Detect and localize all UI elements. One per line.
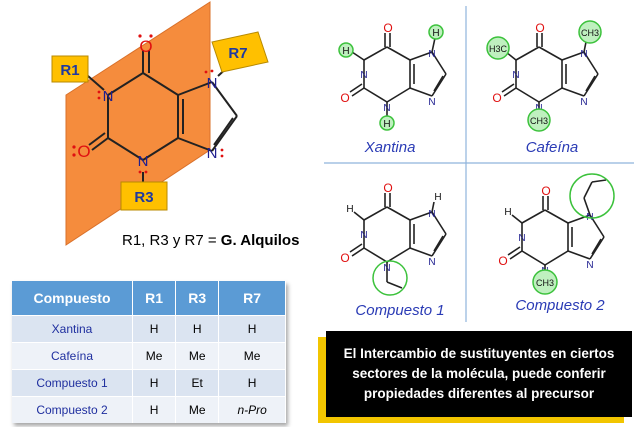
main-n9: N xyxy=(207,145,218,162)
table-cell: Me xyxy=(175,342,220,370)
svg-text:O: O xyxy=(541,184,550,198)
table-row: Cafeína Me Me Me xyxy=(12,342,286,370)
svg-text:H: H xyxy=(504,207,511,218)
svg-text:N: N xyxy=(383,103,390,114)
svg-text:O: O xyxy=(492,91,501,105)
svg-text:O: O xyxy=(498,254,507,268)
main-o-left: O xyxy=(77,142,90,161)
table-row: Compuesto 2 H Me n-Pro xyxy=(12,396,286,423)
table-cell: Compuesto 2 xyxy=(12,396,133,423)
table-cell: n-Pro xyxy=(218,396,286,423)
svg-text:H: H xyxy=(342,46,349,57)
grid-lines xyxy=(324,6,634,322)
svg-text:N: N xyxy=(428,97,435,108)
svg-text:CH3: CH3 xyxy=(581,28,599,38)
svg-text:O: O xyxy=(383,181,392,195)
main-ring-bonds xyxy=(88,50,238,161)
molecule-name-cafeina: Cafeína xyxy=(526,139,579,156)
table-cell: Compuesto 1 xyxy=(12,369,133,397)
table-cell: H xyxy=(218,369,286,397)
svg-text:N: N xyxy=(428,209,435,220)
molecule-compuesto-1: O O N N N N H H Compuesto 1 xyxy=(340,181,447,319)
table-cell: H xyxy=(132,369,177,397)
svg-text:H: H xyxy=(346,204,353,215)
table-cell: Me xyxy=(175,396,220,423)
svg-text:N: N xyxy=(428,257,435,268)
table-cell: H xyxy=(218,315,286,343)
table-cell: H xyxy=(132,315,177,343)
table-row: Compuesto 1 H Et H xyxy=(12,369,286,397)
table-header-row: Compuesto R1 R3 R7 xyxy=(12,281,286,316)
main-o-top: O xyxy=(139,37,152,56)
svg-text:O: O xyxy=(535,21,544,35)
svg-text:N: N xyxy=(360,230,367,241)
svg-text:N: N xyxy=(518,233,525,244)
alkyl-caption-prefix: R1, R3 y R7 = xyxy=(122,232,217,249)
svg-text:N: N xyxy=(383,263,390,274)
molecule-name-compuesto-1: Compuesto 1 xyxy=(355,302,444,319)
main-lone-pairs xyxy=(72,34,224,174)
svg-text:CH3: CH3 xyxy=(536,278,554,288)
svg-text:O: O xyxy=(340,91,349,105)
svg-text:H: H xyxy=(383,119,390,130)
svg-text:H: H xyxy=(434,192,441,203)
conclusion-callout: El Intercambio de sustituyentes en ciert… xyxy=(326,331,632,417)
svg-text:H3C: H3C xyxy=(489,44,508,54)
svg-text:N: N xyxy=(360,70,367,81)
r3-label: R3 xyxy=(120,172,168,211)
table-header: Compuesto xyxy=(12,281,133,316)
table-cell: Me xyxy=(218,342,286,370)
svg-text:CH3: CH3 xyxy=(530,116,548,126)
table-cell: Me xyxy=(132,342,177,370)
molecule-cafeina: O O N N N N H3C CH3 CH3 Cafeína xyxy=(486,20,602,156)
main-xanthine-diagram: O O N N N N R1 R3 R7 xyxy=(51,1,269,246)
svg-text:R3: R3 xyxy=(134,189,153,206)
main-n3: N xyxy=(138,153,149,170)
main-n7: N xyxy=(207,75,218,92)
table-cell: H xyxy=(175,315,220,343)
svg-text:O: O xyxy=(383,21,392,35)
svg-text:O: O xyxy=(340,251,349,265)
main-n1: N xyxy=(103,88,114,105)
svg-text:H: H xyxy=(432,28,439,39)
molecule-name-compuesto-2: Compuesto 2 xyxy=(515,297,605,314)
svg-text:N: N xyxy=(512,70,519,81)
r7-label: R7 xyxy=(211,31,269,77)
table-row: Xantina H H H xyxy=(12,315,286,343)
svg-text:N: N xyxy=(428,49,435,60)
compound-table: Compuesto R1 R3 R7 Xantina H H H Cafeína… xyxy=(12,281,286,423)
molecule-name-xantina: Xantina xyxy=(364,139,416,156)
table-cell: Xantina xyxy=(12,315,133,343)
table-cell: H xyxy=(132,396,177,423)
molecule-compuesto-2: O O N N N N H CH3 Compuesto 2 xyxy=(498,173,615,314)
molecule-xantina: O O N N N N H H H Xantina xyxy=(338,21,447,156)
svg-text:R1: R1 xyxy=(60,62,79,79)
alkyl-caption: R1, R3 y R7 = G. Alquilos xyxy=(122,232,299,249)
table-header: R3 xyxy=(175,281,220,316)
table-header: R7 xyxy=(218,281,286,316)
table-cell: Cafeína xyxy=(12,342,133,370)
svg-text:R7: R7 xyxy=(228,45,247,62)
table-header: R1 xyxy=(132,281,177,316)
callout-text: El Intercambio de sustituyentes en ciert… xyxy=(343,346,615,401)
svg-text:N: N xyxy=(586,260,593,271)
alkyl-caption-bold: G. Alquilos xyxy=(220,232,300,249)
svg-text:N: N xyxy=(580,97,587,108)
table-cell: Et xyxy=(175,369,220,397)
r1-label: R1 xyxy=(51,55,105,91)
svg-text:N: N xyxy=(580,49,587,60)
